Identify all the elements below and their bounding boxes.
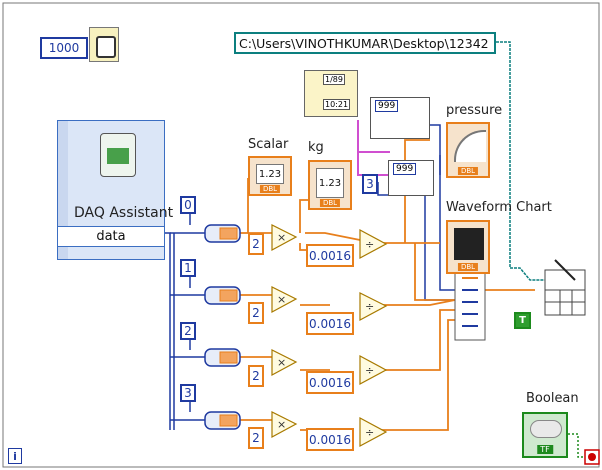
- pressure-label: pressure: [446, 103, 503, 118]
- wait-timer-icon: [89, 27, 119, 62]
- svg-text:×: ×: [277, 293, 286, 306]
- file-path-constant[interactable]: C:\Users\VINOTHKUMAR\Desktop\12342: [234, 32, 496, 54]
- daq-assistant-node[interactable]: DAQ Assistant data: [57, 120, 173, 260]
- multiplier-constant-1[interactable]: 2: [248, 233, 264, 255]
- multiplier-constant-4[interactable]: 2: [248, 427, 264, 449]
- build-array-node: [454, 271, 486, 341]
- true-constant-label: T: [519, 315, 526, 326]
- iteration-label: i: [13, 449, 17, 463]
- multiplier-value: 2: [252, 431, 260, 445]
- svg-text:÷: ÷: [365, 426, 374, 439]
- divisor-constant-2[interactable]: 0.0016: [306, 312, 354, 335]
- scalar-display: 1.23: [256, 164, 284, 184]
- svg-text:×: ×: [277, 356, 286, 369]
- true-constant[interactable]: T: [514, 312, 531, 329]
- dbl-tag: DBL: [319, 199, 341, 207]
- svg-text:÷: ÷: [365, 364, 374, 377]
- time-display-1: 1/89: [323, 74, 345, 85]
- daq-title: DAQ Assistant: [74, 205, 174, 221]
- boolean-control[interactable]: TF: [522, 412, 568, 458]
- divisor-constant-1[interactable]: 0.0016: [306, 244, 354, 267]
- multiplier-value: 2: [252, 306, 260, 320]
- tf-tag: TF: [537, 445, 553, 454]
- divisor-constant-3[interactable]: 0.0016: [306, 371, 354, 394]
- index-constant-2[interactable]: 2: [180, 322, 196, 340]
- kg-label: kg: [308, 140, 324, 155]
- kg-display: 1.23: [316, 168, 344, 198]
- convert-blocks: [204, 224, 241, 430]
- toggle-oval-icon: [530, 420, 562, 438]
- svg-text:÷: ÷: [365, 238, 374, 251]
- waveform-chart-label: Waveform Chart: [446, 200, 552, 215]
- waveform-icon: [454, 228, 484, 260]
- daq-data-output[interactable]: data: [58, 226, 164, 247]
- wait-ms-constant[interactable]: 1000: [40, 37, 88, 59]
- svg-text:×: ×: [277, 418, 286, 431]
- iteration-terminal: i: [8, 448, 22, 464]
- wait-ms-value: 1000: [48, 41, 80, 55]
- index-value: 0: [184, 198, 192, 212]
- divisor-value: 0.0016: [309, 432, 351, 447]
- multiplier-value: 2: [252, 237, 260, 251]
- daq-terminal-strip: [58, 121, 68, 259]
- divisor-value: 0.0016: [309, 316, 351, 331]
- divisor-value: 0.0016: [309, 248, 351, 263]
- kg-indicator[interactable]: 1.23 DBL: [308, 160, 352, 210]
- write-spreadsheet-icon: [544, 259, 586, 316]
- chart-count-constant[interactable]: 3: [362, 174, 378, 194]
- scalar-indicator[interactable]: 1.23 DBL: [248, 156, 292, 196]
- get-date-time-node: 1/89 10:21: [304, 70, 358, 117]
- chart-count-value: 3: [366, 177, 374, 191]
- daq-card-icon: [100, 133, 136, 177]
- format-999-1: 999: [375, 100, 399, 112]
- dbl-tag: DBL: [457, 167, 479, 175]
- divisor-value: 0.0016: [309, 375, 351, 390]
- format-value-node-2: 999: [388, 160, 434, 196]
- daq-output-label: data: [96, 229, 126, 244]
- time-display-2: 10:21: [323, 99, 351, 110]
- multiplier-value: 2: [252, 369, 260, 383]
- boolean-label: Boolean: [526, 391, 579, 406]
- index-constant-0[interactable]: 0: [180, 196, 196, 214]
- index-value: 1: [184, 261, 192, 275]
- index-value: 3: [184, 386, 192, 400]
- svg-text:÷: ÷: [365, 300, 374, 313]
- index-value: 2: [184, 324, 192, 338]
- format-value-node-1: 999: [370, 97, 430, 139]
- multiplier-constant-2[interactable]: 2: [248, 302, 264, 324]
- scalar-label: Scalar: [248, 137, 289, 152]
- svg-text:×: ×: [277, 231, 286, 244]
- file-path-text: C:\Users\VINOTHKUMAR\Desktop\12342: [239, 35, 489, 51]
- pressure-gauge-indicator[interactable]: DBL: [446, 122, 490, 178]
- gauge-needle-icon: [454, 130, 486, 162]
- format-999-2: 999: [393, 163, 417, 175]
- divisor-constant-4[interactable]: 0.0016: [306, 428, 354, 451]
- index-constant-3[interactable]: 3: [180, 384, 196, 402]
- index-constant-1[interactable]: 1: [180, 259, 196, 277]
- multiplier-constant-3[interactable]: 2: [248, 365, 264, 387]
- dbl-tag: DBL: [457, 263, 479, 271]
- dbl-tag: DBL: [259, 185, 281, 193]
- waveform-chart-indicator[interactable]: DBL: [446, 220, 490, 274]
